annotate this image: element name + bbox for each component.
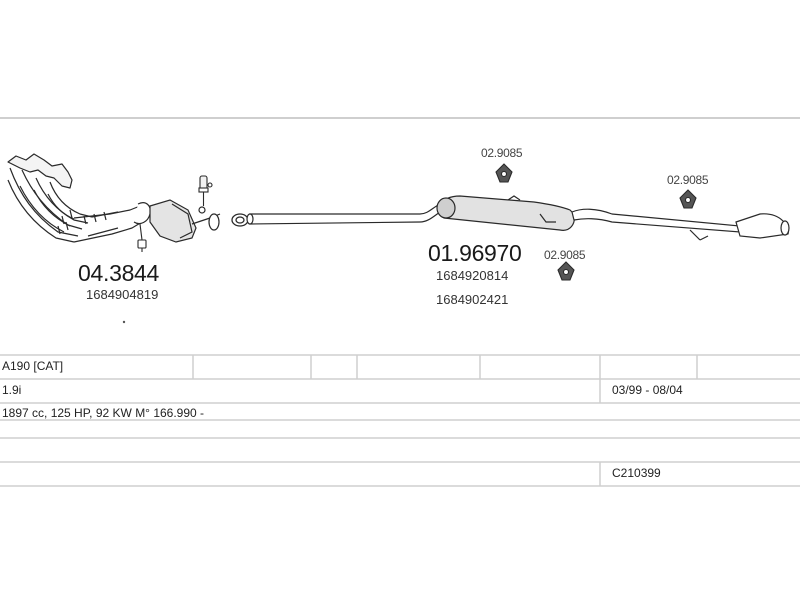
stray-dot (122, 320, 126, 324)
clamp-2-part-number: 02.9085 (544, 248, 586, 262)
main-oe-number-2: 1684902421 (436, 292, 509, 307)
production-period: 03/99 - 08/04 (612, 383, 683, 397)
catalytic-converter (133, 199, 221, 243)
manifold-oe-number: 1684904819 (86, 287, 159, 302)
silencer (436, 195, 575, 231)
manifold-part-number: 04.3844 (78, 260, 160, 286)
manifold-bracket (137, 223, 147, 252)
mount-clamp-3 (679, 189, 697, 209)
clamp-3-part-number: 02.9085 (667, 173, 709, 187)
engine-size: 1.9i (2, 383, 22, 397)
mount-clamp-1 (495, 163, 513, 183)
exhaust-manifold (7, 153, 143, 243)
catalog-code: C210399 (612, 466, 661, 480)
main-oe-number-1: 1684920814 (436, 268, 509, 283)
vehicle-model: A190 [CAT] (2, 359, 64, 373)
tail-pipe (571, 208, 790, 241)
clamp-1-part-number: 02.9085 (481, 146, 523, 160)
front-pipe (246, 203, 441, 225)
mount-clamp-2 (557, 261, 575, 281)
info-table-lines (0, 354, 800, 487)
gasket-ring (231, 213, 249, 227)
main-part-number: 01.96970 (428, 240, 522, 266)
engine-specs: 1897 cc, 125 HP, 92 KW M° 166.990 - (2, 406, 205, 420)
oxygen-sensor (198, 175, 213, 206)
